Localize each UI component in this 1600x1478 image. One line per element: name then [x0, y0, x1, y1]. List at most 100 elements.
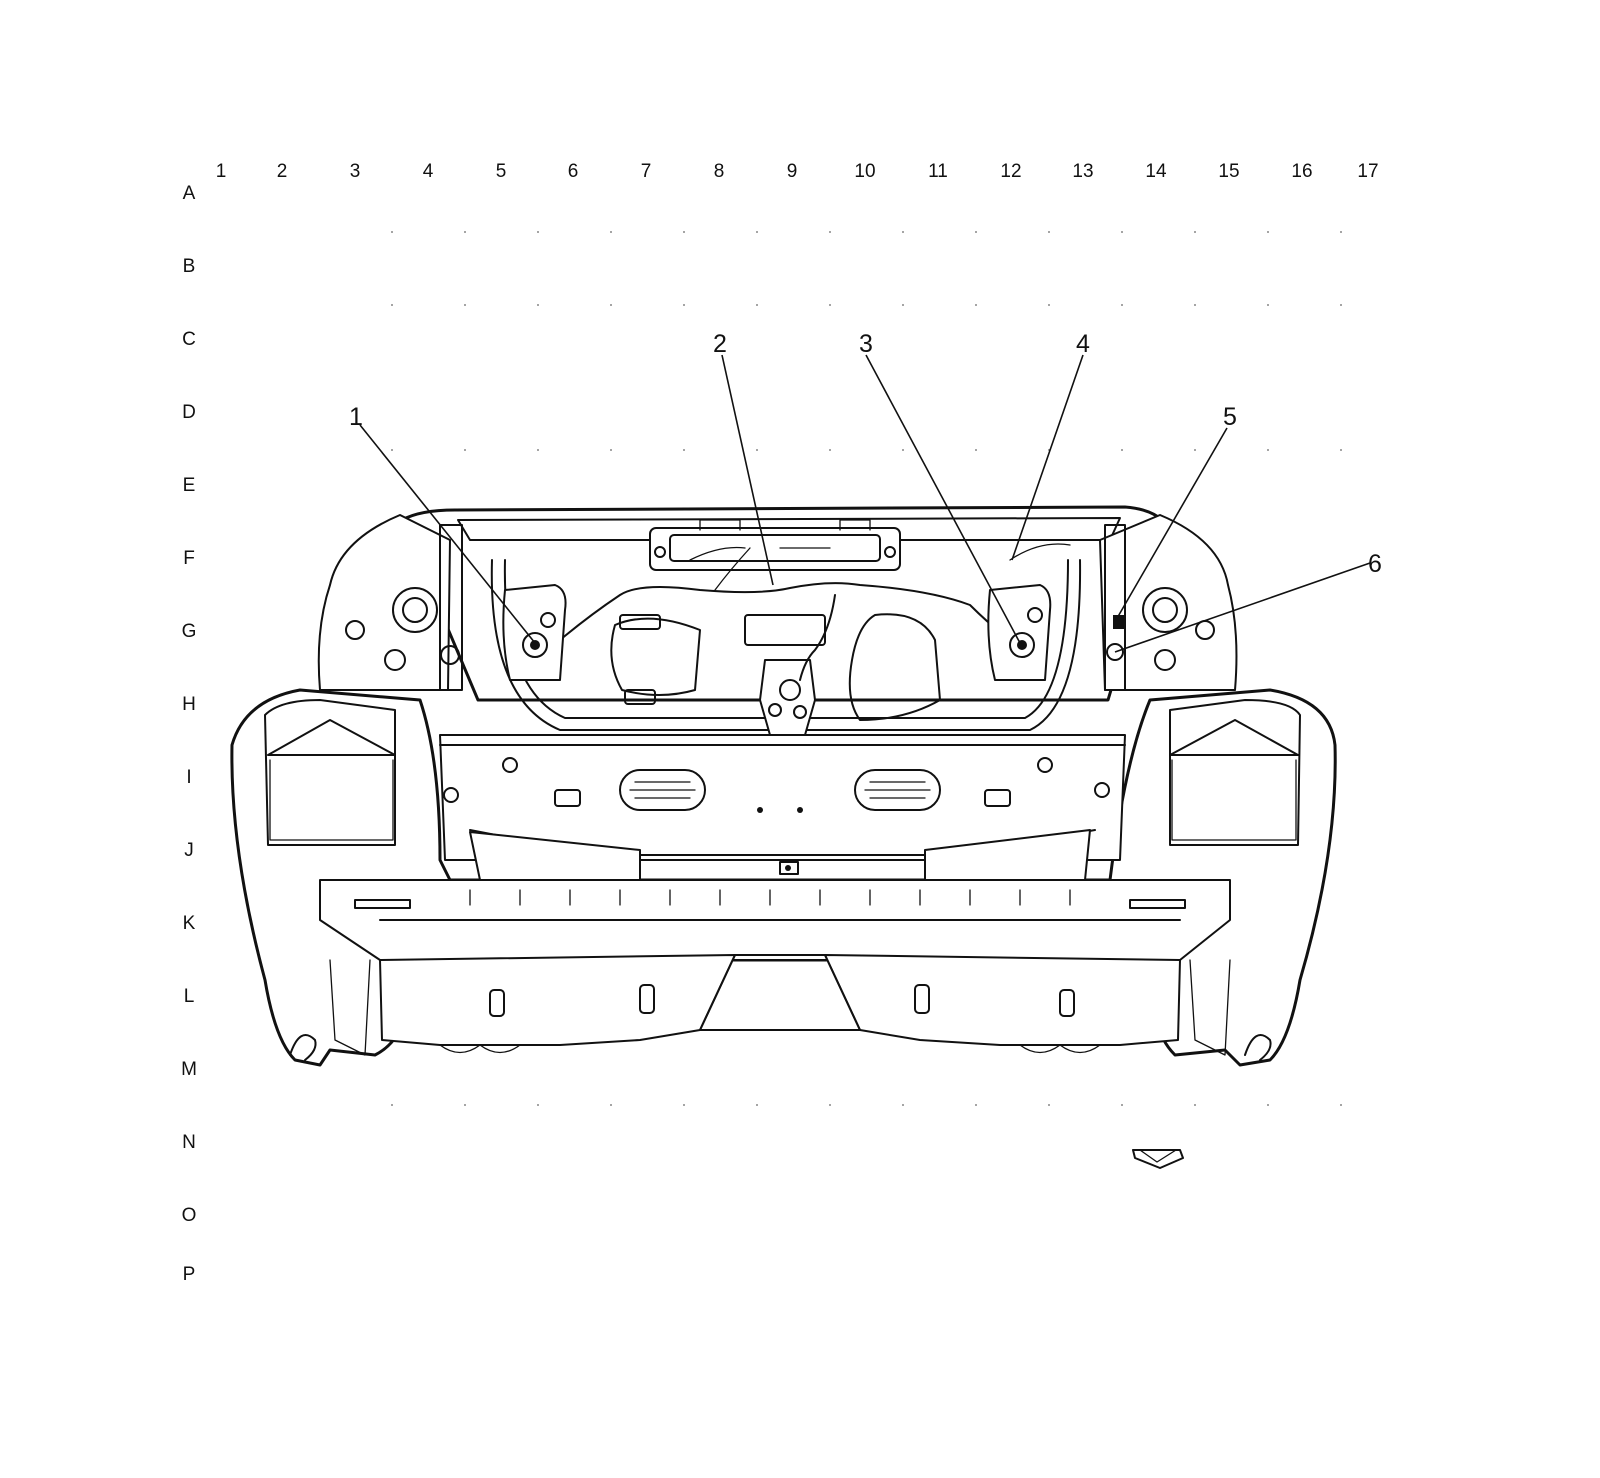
- grid-dot: [683, 1104, 685, 1106]
- grid-dot: [902, 304, 904, 306]
- latch-pivot: [793, 705, 807, 719]
- left-lamp-bulb: [345, 620, 365, 640]
- grid-row-label: L: [184, 986, 195, 1007]
- grid-dot: [829, 1104, 831, 1106]
- right-lamp-connector: [1113, 615, 1125, 629]
- grid-row-label: H: [182, 694, 196, 715]
- grid-dot: [756, 1104, 758, 1106]
- grid-column-label: 11: [928, 161, 948, 182]
- right-lamp-bulb: [1154, 649, 1176, 671]
- absorber-slot: [354, 899, 411, 909]
- grid-column-label: 16: [1291, 161, 1312, 182]
- valance-tab: [1059, 989, 1075, 1017]
- grid-dot: [683, 304, 685, 306]
- grid-column-label: 6: [568, 161, 579, 182]
- grid-column-label: 5: [496, 161, 507, 182]
- grid-dot: [902, 231, 904, 233]
- grid-row-labels: A B C D E F G H I J K L M N O P: [181, 183, 197, 1285]
- grid-row-label: A: [183, 183, 196, 204]
- grid-dot: [1267, 304, 1269, 306]
- grid-row-label: M: [181, 1059, 197, 1080]
- latch-bolt: [884, 546, 896, 558]
- callout-number: 1: [349, 403, 363, 431]
- grid-column-label: 4: [423, 161, 434, 182]
- grid-dot: [1267, 449, 1269, 451]
- grid-dot: [1121, 449, 1123, 451]
- grid-dot: [1121, 1104, 1123, 1106]
- right-connector: [1009, 632, 1035, 658]
- right-bumper-lamp-frame: [1171, 759, 1297, 841]
- rear-body-panel: [439, 734, 1126, 861]
- right-connector: [1027, 607, 1043, 623]
- vehicle-rear-body: [230, 505, 1337, 1067]
- grid-dot: [683, 449, 685, 451]
- center-latch-body: [759, 659, 816, 736]
- grid-dot: [1267, 1104, 1269, 1106]
- grid-row-label: N: [182, 1132, 196, 1153]
- grid-dot: [537, 231, 539, 233]
- grid-dot: [1121, 304, 1123, 306]
- grid-row-label: P: [183, 1264, 196, 1285]
- trunk-opening: [490, 559, 1082, 731]
- left-bumper-lamp-frame: [269, 759, 394, 841]
- right-bumper-lamp: [1169, 699, 1301, 846]
- latch-pivot: [768, 703, 782, 717]
- grid-row-label: K: [183, 913, 196, 934]
- grid-dot: [391, 304, 393, 306]
- grid-row-label: O: [182, 1205, 197, 1226]
- grid-column-label: 7: [641, 161, 652, 182]
- panel-fastener: [443, 787, 459, 803]
- callout-number: 6: [1368, 550, 1382, 578]
- grid-column-label: 10: [854, 161, 875, 182]
- left-lamp-socket-inner: [402, 597, 428, 623]
- panel-fastener: [1037, 757, 1053, 773]
- grid-row-label: J: [184, 840, 194, 861]
- latch-detail: [689, 546, 831, 561]
- grid-row-label: G: [182, 621, 197, 642]
- grid-dot: [975, 231, 977, 233]
- grid-column-labels: 1 2 3 4 5 6 7 8 9 10 11 12 13 14 15 16 1…: [216, 161, 1379, 182]
- grid-row-label: C: [182, 329, 196, 350]
- grid-dot: [829, 449, 831, 451]
- left-lamp-bulb: [384, 649, 406, 671]
- grid-dot: [1048, 304, 1050, 306]
- callout-number: 3: [859, 330, 873, 358]
- trunk-latch-inner: [669, 534, 881, 562]
- grid-row-label: D: [182, 402, 196, 423]
- grid-dot: [902, 1104, 904, 1106]
- grid-row-label: I: [186, 767, 191, 788]
- valance-tab: [639, 984, 655, 1014]
- grid-dot: [464, 449, 466, 451]
- panel-rivet: [785, 865, 791, 871]
- grid-column-label: 3: [350, 161, 361, 182]
- right-bumper-ear: [1244, 1034, 1272, 1061]
- callout-6-leader: [1114, 562, 1371, 653]
- grid-dot: [756, 304, 758, 306]
- grid-dot: [537, 1104, 539, 1106]
- right-bumper-bracket: [1189, 959, 1231, 1056]
- grid-dot: [464, 1104, 466, 1106]
- center-latch-housing: [744, 614, 826, 646]
- latch-detail: [699, 519, 871, 531]
- callout-number: 4: [1076, 330, 1090, 358]
- panel-tab: [554, 789, 581, 807]
- wiring-harness-branch: [799, 594, 836, 681]
- grid-dot: [1340, 1104, 1342, 1106]
- view-direction-arrow-icon: [1132, 1149, 1184, 1169]
- absorber-slot: [1129, 899, 1186, 909]
- left-lamp-socket: [392, 587, 438, 633]
- left-bumper-lamp-x: [267, 719, 396, 756]
- latch-pivot: [779, 679, 801, 701]
- grid-dot: [610, 231, 612, 233]
- rear-bumper-fascia: [230, 688, 1337, 1067]
- callout-number: 5: [1223, 403, 1237, 431]
- wiring-harness-branch: [1009, 543, 1071, 561]
- trunk-latch-bracket: [649, 527, 901, 571]
- trunk-lid-outline: [400, 505, 1164, 702]
- callout-1-leader: [359, 424, 536, 644]
- panel-tab: [984, 789, 1011, 807]
- grid-dot: [1194, 231, 1196, 233]
- right-lamp-socket-inner: [1152, 597, 1178, 623]
- grid-column-label: 9: [787, 161, 798, 182]
